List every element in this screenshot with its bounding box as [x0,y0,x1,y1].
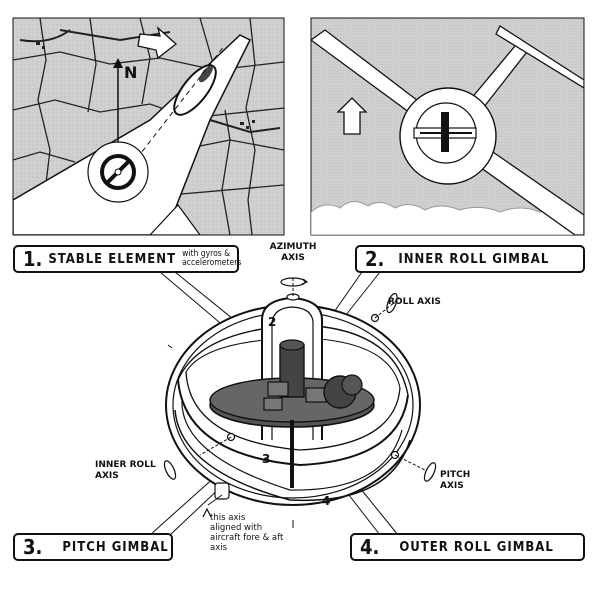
label-number: 2. [365,247,385,271]
climb-arrow-icon [336,97,368,135]
label-number: 3. [23,535,43,559]
label-title: INNER ROLL GIMBAL [398,251,550,267]
compass-instrument [87,58,149,203]
label-number: 4. [360,535,380,559]
pitch-axis-label: PITCH AXIS [440,470,471,491]
gimbal-number-4: 4 [322,494,330,508]
label-pitch-gimbal: 3. PITCH GIMBAL [13,533,173,561]
inner-roll-axis-label: INNER ROLL AXIS [95,460,156,481]
gimbal-number-2: 2 [268,315,276,329]
gimbal-assembly [163,277,437,528]
pitch-gimbal [177,379,409,467]
label-title: PITCH GIMBAL [62,539,169,555]
label-subtitle: with gyros & accelerometers [182,249,242,268]
label-number: 1. [23,247,43,271]
alignment-note: this axis aligned with aircraft fore & a… [210,513,284,553]
label-stable-element: 1. STABLE ELEMENT with gyros & accelerom… [13,245,242,273]
flight-panel [310,17,585,236]
gimbal-number-3: 3 [262,452,270,466]
direction-arrow-icon [137,26,178,60]
label-title: OUTER ROLL GIMBAL [399,539,554,555]
map-panel: N [12,17,285,236]
label-title: STABLE ELEMENT [48,251,177,267]
label-outer-roll-gimbal: 4. OUTER ROLL GIMBAL [350,533,585,561]
roll-axis-label: ROLL AXIS [388,297,441,307]
label-inner-roll-gimbal: 2. INNER ROLL GIMBAL [355,245,585,273]
azimuth-axis-label: AZIMUTH AXIS [269,242,317,263]
north-mark: N [124,63,137,82]
